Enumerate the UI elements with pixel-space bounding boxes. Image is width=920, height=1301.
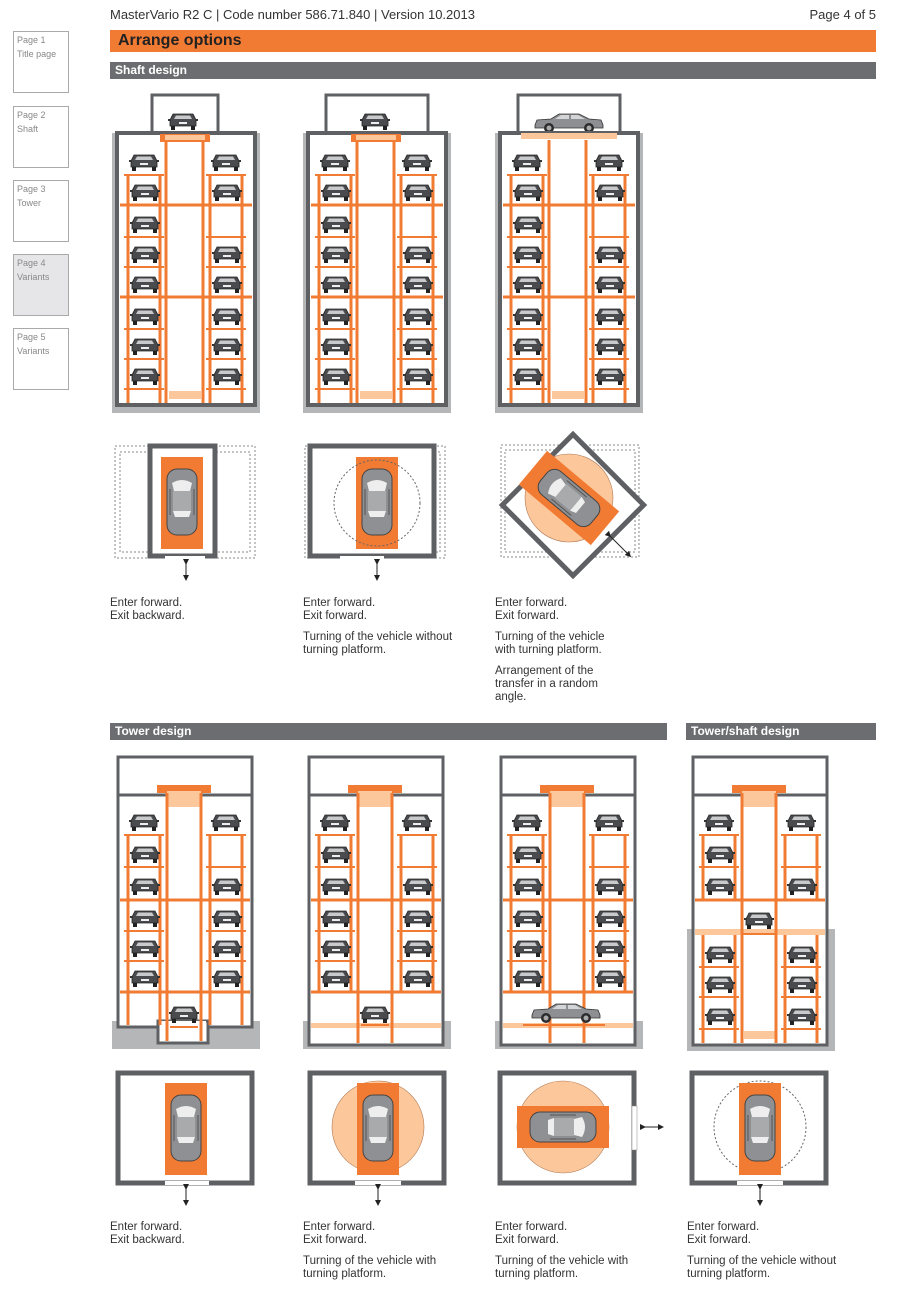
caption-tower-3: Enter forward.Exit forward. Turning of t…: [495, 1221, 645, 1289]
thumb-page-number: Page 5: [17, 332, 46, 342]
page-thumb-5[interactable]: Page 5 Variants: [13, 328, 69, 390]
caption-line: Enter forward.: [495, 1221, 568, 1233]
thumb-page-number: Page 4: [17, 258, 46, 268]
caption-line: Enter forward.: [110, 1221, 183, 1233]
tower-shaft-plan-diagram: [689, 1070, 829, 1206]
caption-shaft-2: Enter forward.Exit forward. Turning of t…: [303, 597, 453, 665]
caption-line: Exit forward.: [495, 1234, 559, 1246]
tower-plan-diagram-3: [497, 1070, 664, 1186]
caption-line: Enter forward.: [303, 597, 376, 609]
page-title: Arrange options: [110, 30, 876, 52]
thumb-page-number: Page 2: [17, 110, 46, 120]
thumb-page-label: Title page: [17, 49, 57, 59]
shaft-elevation-diagram-1: [112, 93, 260, 413]
caption-shaft-1: Enter forward.Exit backward.: [110, 597, 280, 631]
caption-line: Exit forward.: [303, 1234, 367, 1246]
document-info: MasterVario R2 C | Code number 586.71.84…: [110, 7, 475, 22]
tower-elevation-diagram-2: [303, 755, 451, 1049]
caption-note: Arrangement of the transfer in a random …: [495, 665, 598, 703]
shaft-elevation-diagram-2: [303, 93, 451, 413]
caption-line: Exit backward.: [110, 1234, 185, 1246]
shaft-elevation-diagram-3: [495, 93, 643, 413]
caption-line: Enter forward.: [495, 597, 568, 609]
tower-elevation-diagram-3: [495, 755, 643, 1049]
section-header-tower-shaft: Tower/shaft design: [686, 723, 876, 740]
caption-line: Enter forward.: [687, 1221, 760, 1233]
page-thumb-1[interactable]: Page 1 Title page: [13, 31, 69, 93]
caption-line: Enter forward.: [110, 597, 183, 609]
section-header-shaft: Shaft design: [110, 62, 876, 79]
caption-shaft-3: Enter forward.Exit forward. Turning of t…: [495, 597, 620, 712]
page-thumb-2[interactable]: Page 2 Shaft: [13, 106, 69, 168]
caption-note: Turning of the vehicle without turning p…: [303, 631, 453, 656]
thumb-page-label: Variants: [17, 272, 50, 282]
thumb-page-label: Shaft: [17, 124, 39, 134]
caption-line: Exit backward.: [110, 610, 185, 622]
caption-tower-1: Enter forward.Exit backward.: [110, 1221, 280, 1255]
thumb-page-number: Page 1: [17, 35, 46, 45]
shaft-plan-diagram-1: [114, 443, 256, 581]
section-header-tower: Tower design: [110, 723, 667, 740]
tower-plan-diagram-2: [307, 1070, 447, 1206]
caption-line: Enter forward.: [303, 1221, 376, 1233]
shaft-plan-diagram-2: [304, 443, 446, 581]
thumb-page-number: Page 3: [17, 184, 46, 194]
caption-line: Exit forward.: [687, 1234, 751, 1246]
tower-plan-diagram-1: [115, 1070, 255, 1206]
caption-note: Turning of the vehicle with turning plat…: [495, 1255, 629, 1280]
caption-line: Exit forward.: [495, 610, 559, 622]
caption-note: Turning of the vehicle without turning p…: [687, 1255, 837, 1280]
caption-tower-2: Enter forward.Exit forward. Turning of t…: [303, 1221, 453, 1289]
caption-note: Turning of the vehicle with turning plat…: [303, 1255, 437, 1280]
page-thumb-4[interactable]: Page 4 Variants: [13, 254, 69, 316]
page-thumb-3[interactable]: Page 3 Tower: [13, 180, 69, 242]
tower-elevation-diagram-1: [112, 755, 260, 1049]
thumb-page-label: Tower: [17, 198, 42, 208]
caption-note: Turning of the vehicle with turning plat…: [495, 631, 605, 656]
tower-shaft-elevation-diagram: [687, 755, 835, 1051]
page-indicator: Page 4 of 5: [809, 7, 877, 22]
thumb-page-label: Variants: [17, 346, 50, 356]
caption-line: Exit forward.: [303, 610, 367, 622]
shaft-plan-diagram-3: [498, 430, 648, 580]
caption-tower-shaft: Enter forward.Exit forward. Turning of t…: [687, 1221, 837, 1289]
